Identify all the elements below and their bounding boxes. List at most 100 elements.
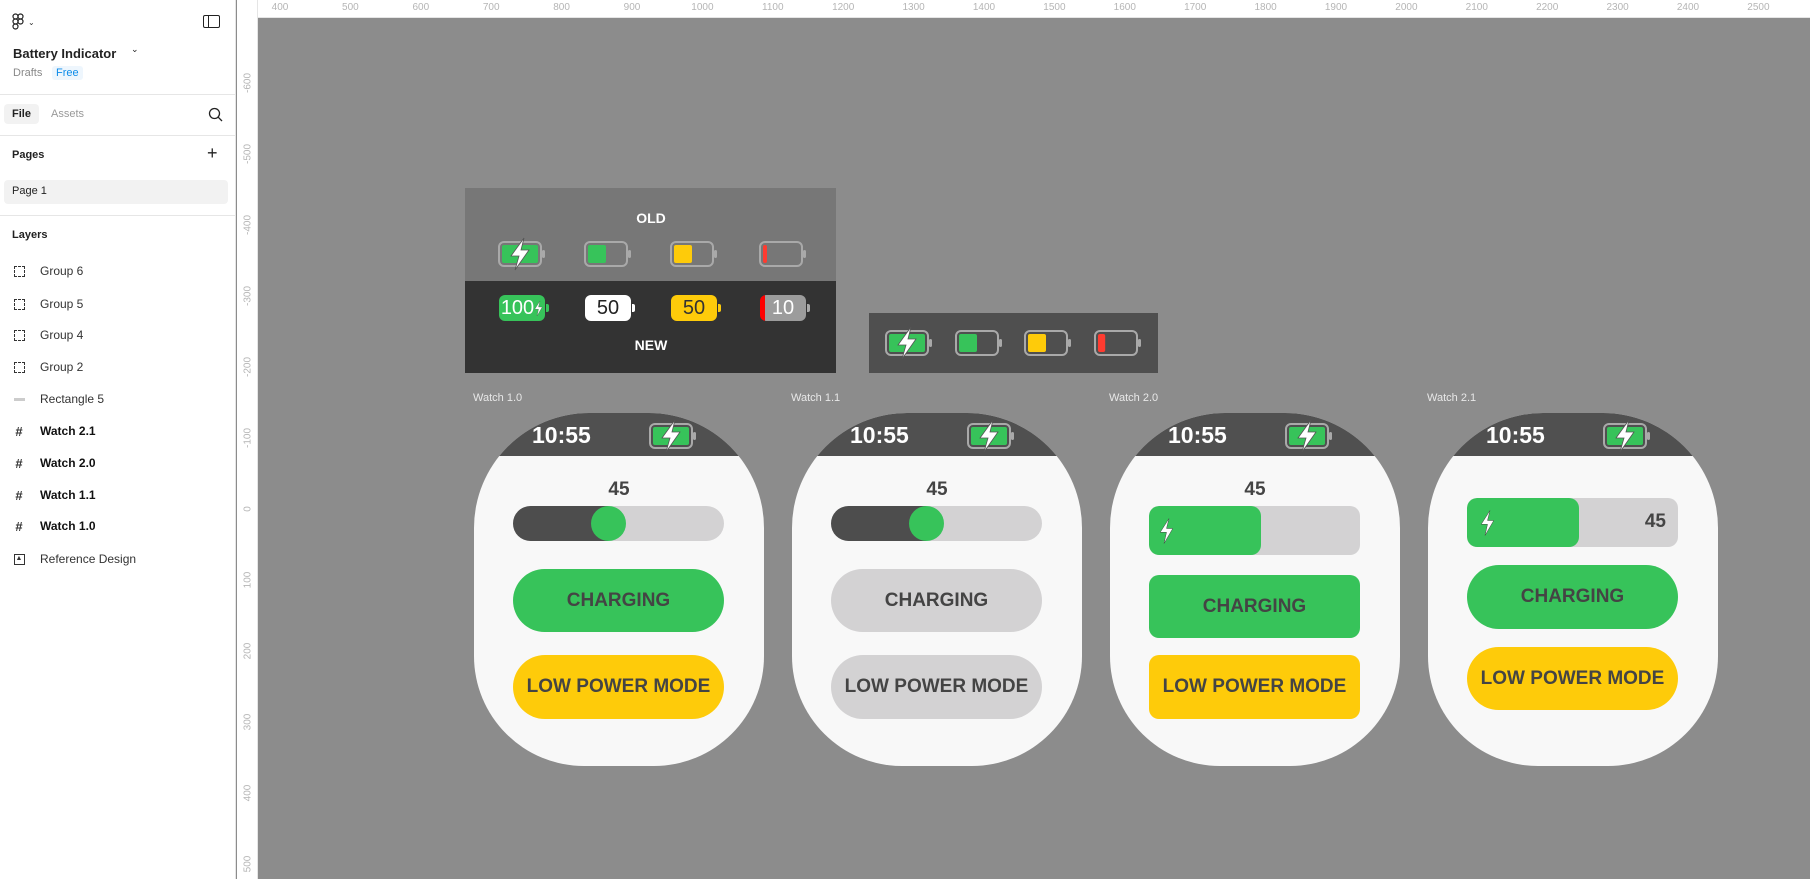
ruler-tick-label: 200 (242, 642, 254, 660)
charging-button[interactable]: CHARGING (1467, 565, 1678, 629)
low-power-mode-button[interactable]: LOW POWER MODE (1467, 647, 1678, 710)
divider (0, 94, 236, 95)
ruler-tick-label: -600 (242, 72, 254, 93)
ruler-tick-label: 1500 (1043, 2, 1066, 13)
new-battery-icon: 50 (671, 295, 721, 321)
new-battery-icon: 100 (499, 295, 549, 321)
frame-label[interactable]: Watch 2.0 (1109, 392, 1159, 404)
sidebar: ⌄ Battery Indicator ⌄ Drafts Free File A… (0, 0, 236, 879)
layers-heading: Layers (12, 229, 48, 241)
page-item-1[interactable]: Page 1 (4, 180, 228, 204)
status-bar (1428, 413, 1718, 456)
time-display: 10:55 (850, 422, 909, 448)
layer-item[interactable]: Group 6 (12, 260, 227, 282)
rectangle-icon (12, 392, 26, 406)
layer-item[interactable]: # Watch 2.0 (12, 452, 227, 474)
charging-button[interactable]: CHARGING (1149, 575, 1360, 638)
ruler-tick-label: 1400 (972, 2, 996, 13)
frame-label[interactable]: Watch 1.0 (473, 392, 523, 404)
slider-knob[interactable] (908, 506, 944, 541)
layer-item[interactable]: Group 2 (12, 356, 227, 378)
frame-label[interactable]: Watch 2.1 (1427, 392, 1477, 404)
layer-item[interactable]: ▲Reference Design (12, 548, 227, 570)
battery-icon (1094, 330, 1141, 356)
battery-fill (1149, 506, 1261, 555)
time-display: 10:55 (1168, 422, 1227, 448)
layer-item[interactable]: Group 5 (12, 293, 227, 315)
toggle-sidebar-icon[interactable] (203, 15, 220, 28)
battery-icon (1024, 330, 1071, 356)
chevron-down-icon: ⌄ (28, 17, 35, 27)
layer-label: Group 5 (40, 297, 84, 311)
ruler-tick-label: 1700 (1184, 2, 1207, 13)
ruler-tick-label: 1100 (762, 2, 784, 13)
layer-item[interactable]: #Watch 1.0 (12, 515, 227, 537)
ruler-tick-label: 500 (242, 855, 254, 873)
ruler-tick-label: 700 (482, 2, 500, 13)
watch-frame[interactable]: 10:55 45 CHARGING LOW POWER MODE (474, 413, 764, 766)
low-power-mode-button[interactable]: LOW POWER MODE (831, 655, 1042, 719)
new-battery-icon: 10 (760, 295, 810, 321)
battery-icon (967, 419, 1014, 453)
alt-battery-panel[interactable] (869, 313, 1158, 373)
title-chevron-icon[interactable]: ⌄ (131, 44, 139, 54)
tab-assets[interactable]: Assets (51, 108, 85, 120)
battery-percent: 45 (926, 479, 948, 500)
ruler-tick-label: 400 (271, 2, 289, 13)
battery-icon (1285, 419, 1332, 453)
ruler-tick-label: 2200 (1536, 2, 1559, 13)
pages-heading: Pages (12, 149, 45, 161)
page-label: Page 1 (12, 185, 47, 197)
layer-item[interactable]: Rectangle 5 (12, 388, 227, 410)
layer-label: Watch 2.0 (40, 456, 96, 470)
ruler-tick-label: -200 (242, 356, 254, 377)
charging-battery-icon (649, 419, 697, 456)
layer-label: Group 6 (40, 264, 84, 278)
alt-battery-icon (885, 326, 933, 363)
layer-item[interactable]: Group 4 (12, 324, 227, 346)
search-icon[interactable] (208, 107, 223, 122)
watch-frame[interactable]: 10:55 45 CHARGING LOW POWER MODE (1110, 413, 1400, 766)
add-page-button[interactable]: + (207, 143, 218, 163)
low-power-mode-button[interactable]: LOW POWER MODE (513, 655, 724, 719)
ruler-tick-label: 1300 (902, 2, 925, 13)
group-icon (12, 360, 26, 374)
charging-button[interactable]: CHARGING (831, 569, 1042, 632)
divider (0, 135, 236, 136)
bolt-icon (534, 300, 543, 316)
ruler-tick-label: 2100 (1465, 2, 1488, 13)
figma-menu-button[interactable]: ⌄ (12, 12, 42, 32)
battery-icon (885, 326, 932, 360)
ruler-tick-label: 2300 (1606, 2, 1629, 13)
watch-frame[interactable]: 10:55 45 CHARGING LOW POWER MODE (792, 413, 1082, 766)
charging-button[interactable]: CHARGING (513, 569, 724, 632)
charging-battery-icon (967, 419, 1015, 456)
charging-battery-icon (1603, 419, 1651, 456)
slider-knob[interactable] (590, 506, 626, 541)
frame-icon: # (15, 423, 23, 439)
battery-percent: 10 (771, 296, 795, 319)
old-battery-icon (670, 239, 718, 274)
battery-icon (955, 330, 1002, 356)
frame-icon: # (15, 487, 23, 503)
tab-file[interactable]: File (4, 104, 39, 124)
battery-icon (498, 237, 545, 271)
group-icon (12, 297, 26, 311)
watch-frame[interactable]: 10:55 45 CHARGING LOW POWER MODE (1428, 413, 1718, 766)
alt-battery-icon (955, 328, 1003, 363)
battery-percent: 50 (682, 296, 706, 319)
layer-item[interactable]: #Watch 2.1 (12, 420, 227, 442)
alt-battery-icon (1024, 328, 1072, 363)
low-power-mode-button[interactable]: LOW POWER MODE (1149, 655, 1360, 719)
frame-icon: # (15, 455, 23, 471)
battery-bar: 45 (1467, 498, 1678, 547)
frame-label[interactable]: Watch 1.1 (791, 392, 841, 404)
ruler-tick-label: 1600 (1113, 2, 1136, 13)
file-title[interactable]: Battery Indicator (13, 46, 117, 61)
layer-label: Group 4 (40, 328, 84, 342)
location-label[interactable]: Drafts (13, 67, 43, 79)
layer-item[interactable]: #Watch 1.1 (12, 484, 227, 506)
